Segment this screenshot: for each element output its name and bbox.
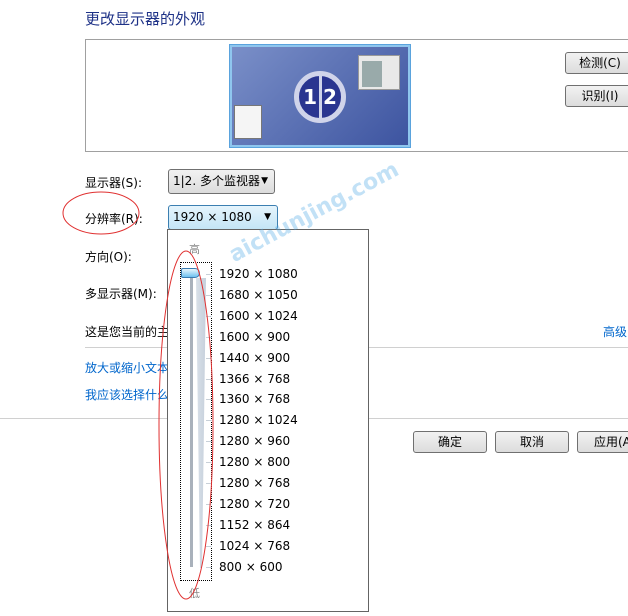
resolution-option[interactable]: 1280 × 720 (219, 496, 291, 511)
slider-tick (206, 274, 212, 275)
resolution-label: 分辨率(R): (85, 212, 143, 226)
slider-tick (206, 399, 212, 401)
multi-display-label: 多显示器(M): (85, 287, 157, 301)
slider-tick (206, 545, 212, 547)
resolution-option[interactable]: 1600 × 900 (219, 329, 291, 344)
slider-tick (206, 566, 212, 568)
advanced-settings-link[interactable]: 高级 (603, 325, 628, 339)
apply-button[interactable]: 应用(A (577, 431, 628, 453)
identify-button[interactable]: 识别(I) (565, 85, 628, 107)
slider-tick (206, 336, 212, 338)
window-thumbnail-icon (358, 55, 400, 90)
orientation-label: 方向(O): (85, 250, 132, 264)
page-title: 更改显示器的外观 (85, 10, 206, 28)
display-select[interactable]: 1|2. 多个监视器▼ (168, 169, 275, 194)
slider-tick (206, 483, 212, 484)
resolution-option[interactable]: 1280 × 960 (219, 434, 291, 449)
slider-track[interactable] (190, 275, 193, 567)
slider-tick (206, 294, 212, 296)
resolution-option[interactable]: 1360 × 768 (219, 392, 291, 407)
enlarge-text-link[interactable]: 放大或缩小文本 (85, 361, 170, 375)
slider-tick (206, 441, 212, 443)
resolution-option[interactable]: 1920 × 1080 (219, 267, 298, 281)
resolution-option[interactable]: 1366 × 768 (219, 371, 291, 386)
resolution-option[interactable]: 1152 × 864 (219, 517, 291, 532)
slider-thumb[interactable] (181, 268, 200, 278)
slider-tick (206, 503, 212, 505)
low-label: 低 (189, 587, 200, 600)
resolution-select[interactable]: 1920 × 1080 ▼ (168, 205, 278, 230)
resolution-option[interactable]: 1024 × 768 (219, 538, 291, 553)
primary-display-text: 这是您当前的主 (85, 325, 170, 339)
slider-tick (206, 378, 212, 380)
display-label: 显示器(S): (85, 176, 143, 190)
slider-tick (206, 462, 212, 464)
chevron-down-icon: ▼ (264, 212, 271, 222)
resolution-option[interactable]: 1280 × 1024 (219, 413, 298, 428)
cancel-button[interactable]: 取消 (495, 431, 569, 453)
which-settings-link[interactable]: 我应该选择什么 (85, 388, 170, 402)
resolution-option[interactable]: 1280 × 800 (219, 455, 291, 470)
slider-focus-box (180, 262, 212, 581)
detect-button[interactable]: 检测(C) (565, 52, 628, 74)
resolution-option[interactable]: 1600 × 1024 (219, 308, 298, 323)
chevron-down-icon: ▼ (261, 176, 268, 186)
monitor-1-label: 1 (303, 85, 317, 109)
slider-tick (206, 420, 212, 422)
monitor-2-label: 2 (323, 85, 337, 109)
resolution-option[interactable]: 800 × 600 (219, 559, 283, 574)
resolution-value: 1920 × 1080 (173, 210, 252, 224)
slider-tick (206, 357, 212, 359)
resolution-option[interactable]: 1680 × 1050 (219, 287, 298, 302)
window-thumbnail-icon (234, 105, 262, 139)
resolution-option[interactable]: 1280 × 768 (219, 476, 291, 490)
ok-button[interactable]: 确定 (413, 431, 487, 453)
slider-tick (206, 315, 212, 317)
slider-tick (206, 524, 212, 526)
resolution-option[interactable]: 1440 × 900 (219, 350, 291, 365)
high-label: 高 (189, 243, 200, 256)
display-value: 1|2. 多个监视器 (173, 174, 260, 188)
